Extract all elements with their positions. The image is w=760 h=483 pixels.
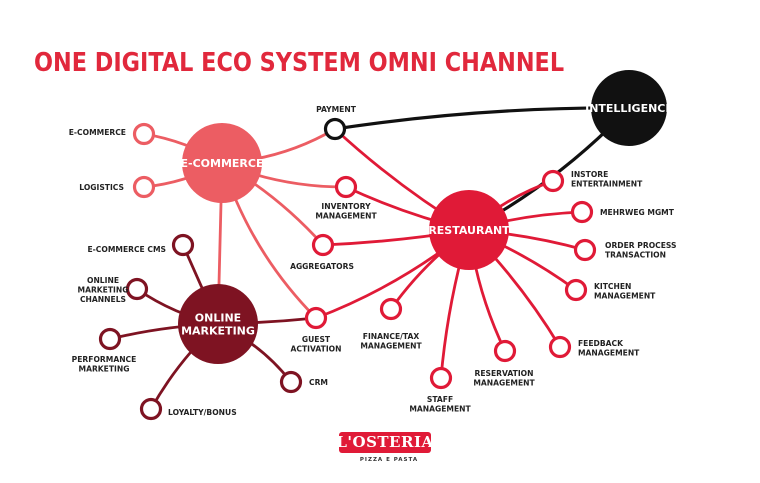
node-mehrweg <box>570 200 594 224</box>
label-mehrweg: MEHRWEG MGMT <box>600 208 675 217</box>
node-kitchen <box>564 278 588 302</box>
logo-badge <box>339 432 431 453</box>
node-reservation <box>493 339 517 363</box>
node-inventory <box>334 175 358 199</box>
hub-label-restaurant: RESTAURANT <box>428 224 510 237</box>
edge-intelligence-payment <box>333 106 631 131</box>
node-feedback <box>548 335 572 359</box>
node-order-process <box>573 238 597 262</box>
label-payment: PAYMENT <box>316 105 357 114</box>
hub-label-intelligence: INTELLIGENCE <box>585 102 673 115</box>
node-logistics <box>132 175 156 199</box>
label-aggregators: AGGREGATORS <box>290 262 354 271</box>
page-title: ONE DIGITAL ECO SYSTEM OMNI CHANNEL <box>34 48 565 78</box>
label-ecommerce-cms: E-COMMERCE CMS <box>87 245 166 254</box>
logo-brand: L'OSTERIA <box>336 433 433 451</box>
brand-logo: L'OSTERIA PIZZA E PASTA <box>336 432 433 463</box>
label-crm: CRM <box>309 378 328 387</box>
node-payment <box>323 117 347 141</box>
logo-tagline: PIZZA E PASTA <box>360 457 418 463</box>
node-guest-activation <box>304 306 328 330</box>
node-instore <box>541 169 565 193</box>
label-logistics: LOGISTICS <box>79 183 124 192</box>
node-ecommerce-cms <box>171 233 195 257</box>
hub-restaurant <box>429 190 509 270</box>
label-ecommerce-leaf: E-COMMERCE <box>69 128 126 137</box>
label-loyalty: LOYALTY/BONUS <box>168 408 237 417</box>
node-staff <box>429 366 453 390</box>
hub-marketing <box>178 284 258 364</box>
hub-intelligence <box>591 70 667 146</box>
node-performance-marketing <box>98 327 122 351</box>
node-finance <box>379 297 403 321</box>
node-online-marketing-channels <box>125 277 149 301</box>
node-ecommerce-leaf <box>132 122 156 146</box>
diagram-nodes <box>98 70 667 421</box>
hub-label-ecommerce: E-COMMERCE <box>181 157 264 170</box>
node-loyalty <box>139 397 163 421</box>
hub-ecommerce <box>182 123 262 203</box>
node-crm <box>279 370 303 394</box>
node-aggregators <box>311 233 335 257</box>
